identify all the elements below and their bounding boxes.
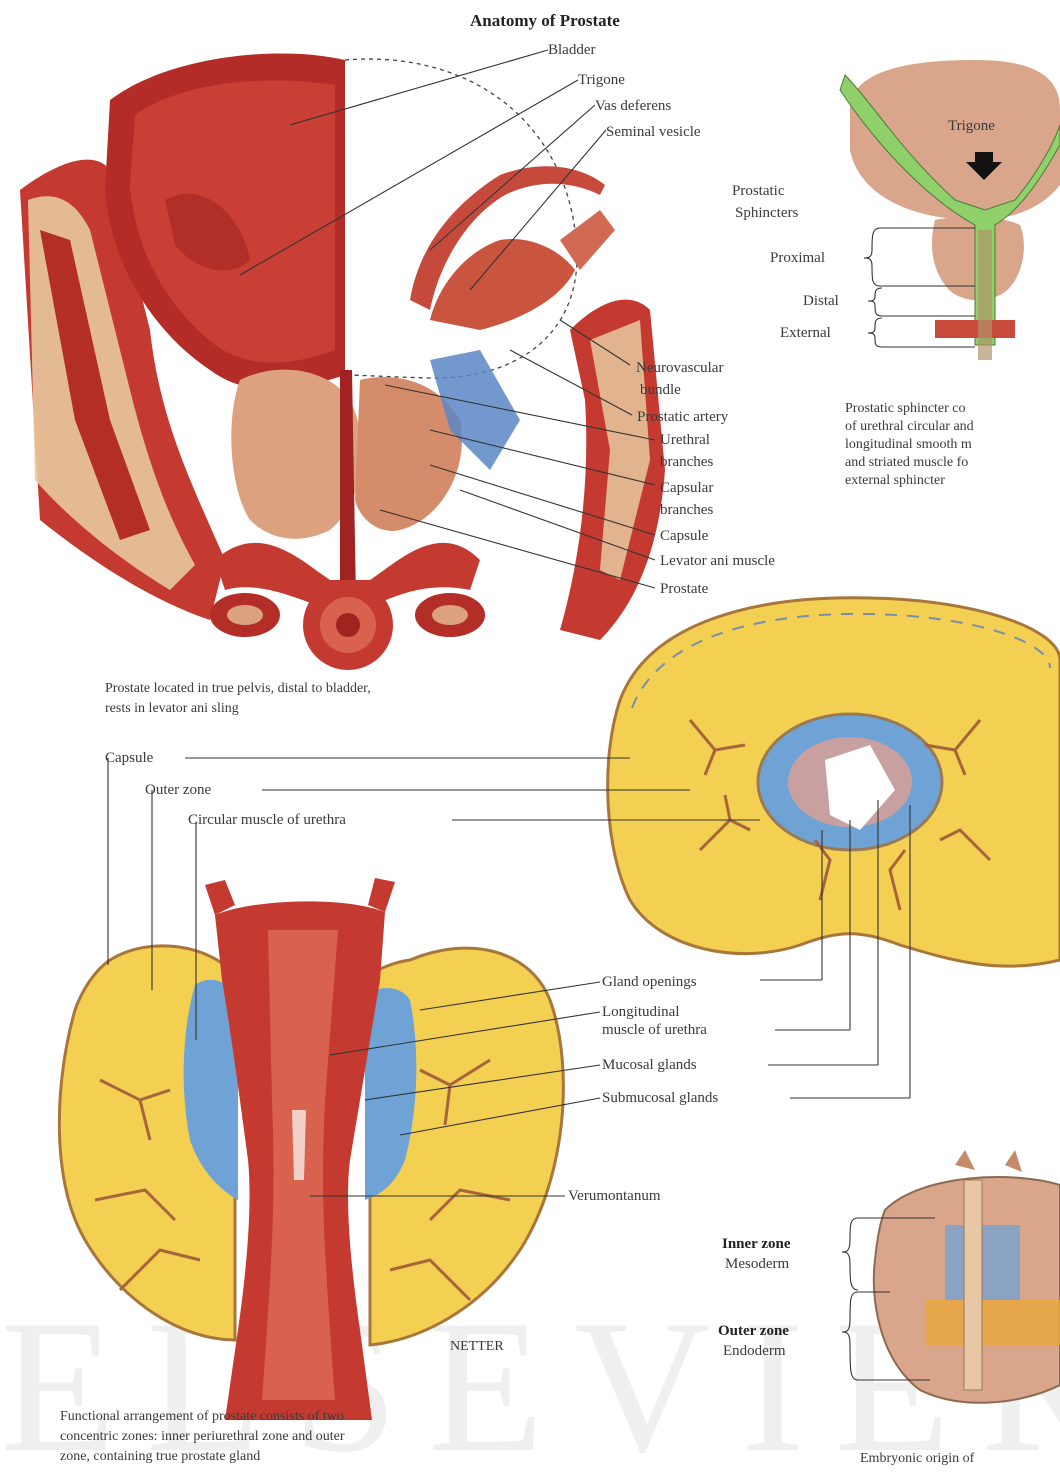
label-capsular-1: Capsular bbox=[660, 480, 713, 496]
brace-external bbox=[868, 318, 882, 347]
sagittal-caption-line-1: Prostate located in true pelvis, distal … bbox=[105, 681, 371, 696]
page-title: Anatomy of Prostate bbox=[470, 11, 620, 30]
embryonic-ducts bbox=[955, 1150, 1022, 1172]
embryonic-caption: Embryonic origin of bbox=[860, 1451, 975, 1466]
sphincter-urethra bbox=[978, 230, 992, 360]
verumontanum-shape bbox=[292, 1110, 306, 1180]
seminal-vesicle-shape bbox=[430, 239, 575, 330]
label-prostate: Prostate bbox=[660, 581, 709, 597]
label-longitudinal-2: muscle of urethra bbox=[602, 1022, 707, 1038]
label-verumontanum: Verumontanum bbox=[568, 1188, 661, 1204]
label-outer-zone: Outer zone bbox=[145, 782, 212, 798]
sagittal-caption-line-2: rests in levator ani sling bbox=[105, 701, 239, 716]
label-distal: Distal bbox=[803, 293, 839, 309]
brace-proximal bbox=[864, 228, 880, 286]
label-mucosal-glands: Mucosal glands bbox=[602, 1057, 697, 1073]
label-external: External bbox=[780, 325, 831, 341]
sagittal-pelvis-illustration bbox=[20, 53, 665, 670]
label-urethral-1: Urethral bbox=[660, 432, 710, 448]
label-vas-deferens: Vas deferens bbox=[595, 98, 671, 114]
zones-caption-line-1: Functional arrangement of prostate consi… bbox=[60, 1409, 344, 1424]
artist-signature: NETTER bbox=[450, 1339, 504, 1354]
embryonic-endoderm-region bbox=[925, 1300, 1060, 1345]
crus-right-core bbox=[432, 605, 468, 625]
label-capsule: Capsule bbox=[660, 528, 709, 544]
label-sphincter-trigone: Trigone bbox=[948, 118, 995, 134]
label-outer-zone-embryonic: Outer zone bbox=[718, 1323, 789, 1339]
cross-section-illustration bbox=[608, 598, 1060, 966]
label-gland-openings: Gland openings bbox=[602, 974, 697, 990]
label-capsular-2: branches bbox=[660, 502, 713, 518]
label-urethral-2: branches bbox=[660, 454, 713, 470]
sphincter-diagram bbox=[840, 60, 1060, 360]
label-seminal-vesicle: Seminal vesicle bbox=[606, 124, 701, 140]
label-circular-muscle: Circular muscle of urethra bbox=[188, 812, 346, 828]
prostatic-urethra bbox=[340, 370, 356, 600]
sphincter-caption-line-3: longitudinal smooth m bbox=[845, 437, 972, 452]
label-prostatic-sphincters-1: Prostatic bbox=[732, 183, 785, 199]
brace-inner-zone bbox=[842, 1218, 858, 1290]
sphincter-caption-line-2: of urethral circular and bbox=[845, 419, 974, 434]
label-longitudinal-1: Longitudinal bbox=[602, 1004, 680, 1020]
ejaculatory-duct-left bbox=[205, 880, 235, 915]
zones-caption-line-2: concentric zones: inner periurethral zon… bbox=[60, 1429, 345, 1444]
external-sphincter-band bbox=[935, 320, 1015, 338]
label-neurovascular-1: Neurovascular bbox=[636, 360, 723, 376]
label-proximal: Proximal bbox=[770, 250, 825, 266]
seminal-vesicle-tip bbox=[560, 210, 615, 270]
sphincter-caption-line-5: external sphincter bbox=[845, 473, 945, 488]
urethral-bulb-core bbox=[336, 613, 360, 637]
label-prostatic-artery: Prostatic artery bbox=[637, 409, 729, 425]
label-levator-ani: Levator ani muscle bbox=[660, 553, 775, 569]
label-inner-zone: Inner zone bbox=[722, 1236, 791, 1252]
label-zones-capsule: Capsule bbox=[105, 750, 154, 766]
label-mesoderm: Mesoderm bbox=[725, 1256, 789, 1272]
embryonic-urethra bbox=[964, 1180, 982, 1390]
sphincter-caption-line-1: Prostatic sphincter co bbox=[845, 401, 966, 416]
label-endoderm: Endoderm bbox=[723, 1343, 786, 1359]
zones-caption-line-3: zone, containing true prostate gland bbox=[60, 1449, 260, 1464]
brace-distal bbox=[868, 288, 882, 316]
label-trigone: Trigone bbox=[578, 72, 625, 88]
ejaculatory-duct-right bbox=[368, 878, 395, 912]
label-submucosal-glands: Submucosal glands bbox=[602, 1090, 718, 1106]
sphincter-caption-line-4: and striated muscle fo bbox=[845, 455, 968, 470]
crus-left-core bbox=[227, 605, 263, 625]
label-neurovascular-2: bundle bbox=[640, 382, 681, 398]
label-bladder: Bladder bbox=[548, 42, 595, 58]
label-prostatic-sphincters-2: Sphincters bbox=[735, 205, 798, 221]
